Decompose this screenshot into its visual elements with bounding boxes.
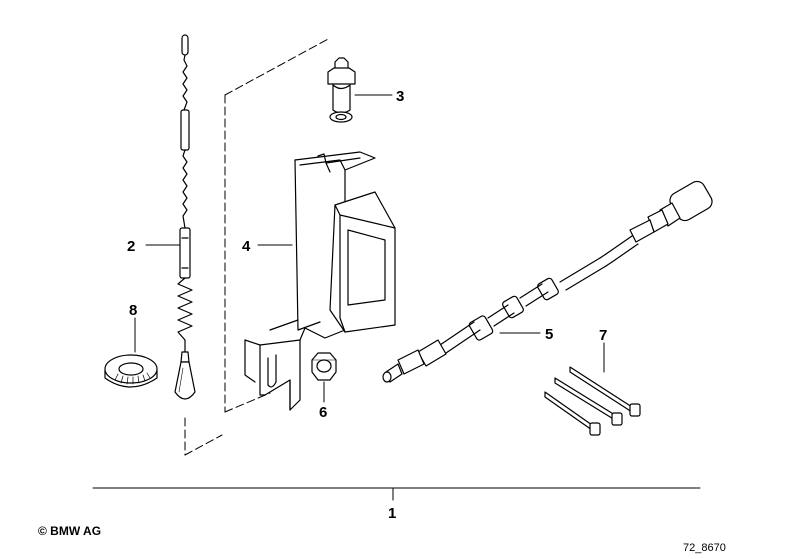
callout-1: 1 [388,505,396,522]
washer [104,354,158,388]
callout-2: 2 [127,238,135,255]
antenna-stud [327,57,356,123]
copyright-notice: © BMW AG [38,524,102,538]
assembly-frame [184,37,331,456]
callout-labels: 1 2 3 4 5 6 7 8 [127,88,607,522]
leader-lines [92,94,701,501]
antenna-cable [382,180,713,383]
cable-ties [544,366,641,436]
hex-nut [311,352,337,381]
amplifier-bracket [244,151,396,411]
callout-5: 5 [545,326,553,343]
callout-4: 4 [242,238,251,255]
callout-8: 8 [129,302,137,319]
drawing-number: 72_8670 [683,542,726,554]
callout-7: 7 [599,327,607,344]
rod-antenna [174,34,196,400]
callout-3: 3 [396,88,404,105]
callout-6: 6 [319,404,327,421]
